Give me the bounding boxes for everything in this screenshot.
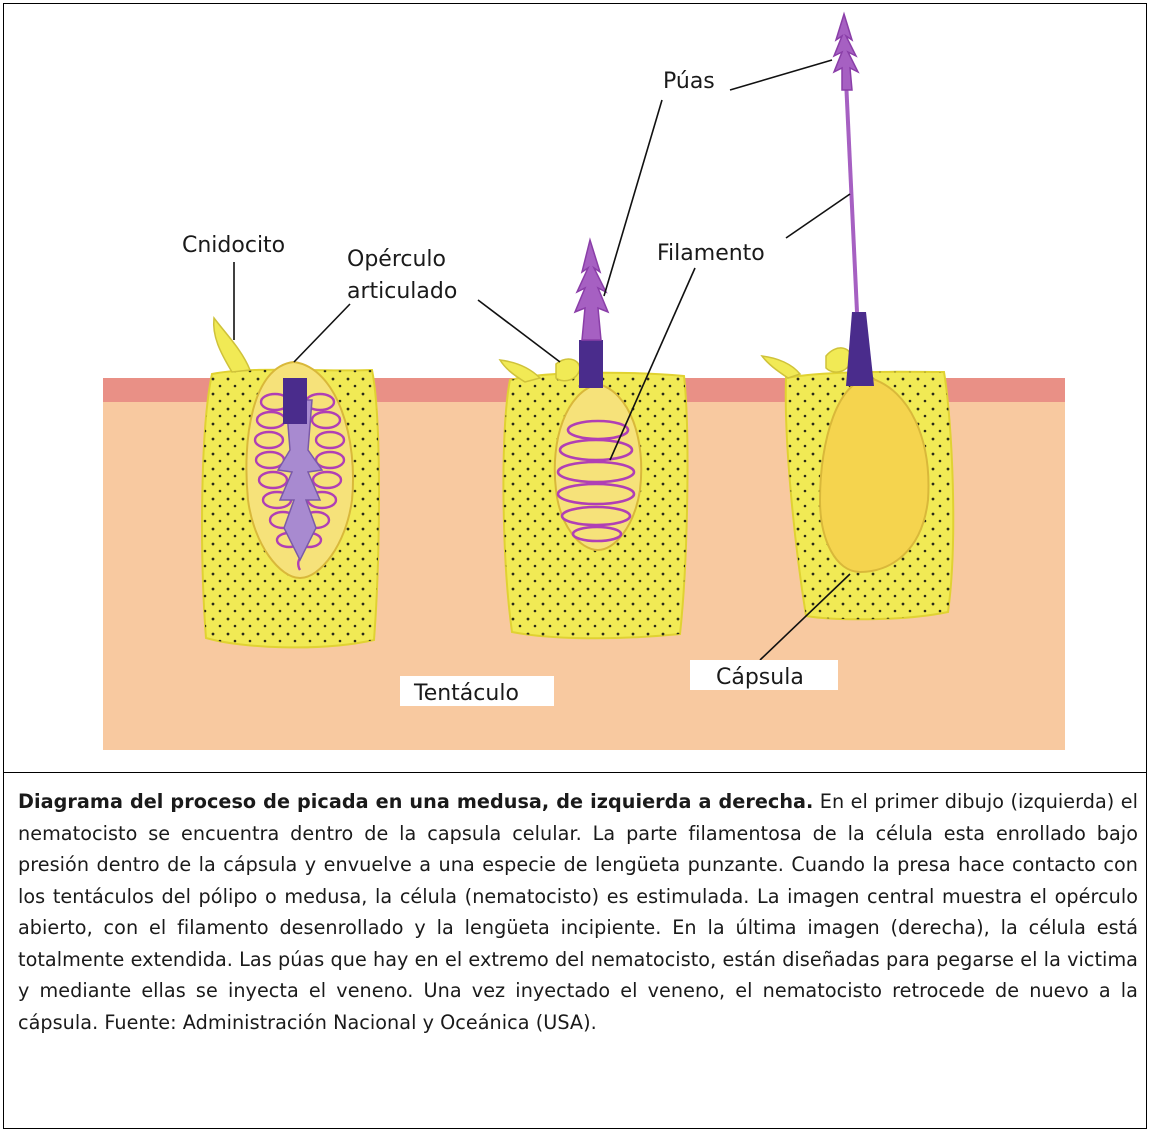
label-capsula: Cápsula bbox=[716, 665, 804, 690]
operculum-3 bbox=[846, 312, 874, 386]
label-operculo-line2: articulado bbox=[347, 279, 457, 304]
label-tentaculo: Tentáculo bbox=[413, 681, 519, 706]
label-puas: Púas bbox=[663, 69, 715, 94]
label-cnidocito: Cnidocito bbox=[182, 233, 285, 258]
nematocyst-diagram: Cnidocito Opérculo articulado Púas Filam… bbox=[0, 0, 1152, 772]
emerging-barb-2 bbox=[575, 240, 608, 340]
caption-body: En el primer dibujo (izquierda) el nemat… bbox=[18, 790, 1138, 1034]
operculum-1 bbox=[283, 378, 307, 424]
cnidocyte-cell-1 bbox=[202, 318, 379, 647]
cnidocil-1 bbox=[214, 318, 250, 372]
figure-caption: Diagrama del proceso de picada en una me… bbox=[18, 786, 1138, 1038]
caption-divider bbox=[3, 772, 1147, 773]
caption-title: Diagrama del proceso de picada en una me… bbox=[18, 790, 813, 813]
tip-barbs-3 bbox=[834, 14, 858, 90]
label-filamento: Filamento bbox=[657, 241, 765, 266]
operculum-2 bbox=[579, 340, 603, 388]
label-operculo-line1: Opérculo bbox=[347, 247, 446, 272]
cnidocil-3 bbox=[762, 356, 800, 378]
cnidocyte-cell-2 bbox=[500, 240, 687, 638]
